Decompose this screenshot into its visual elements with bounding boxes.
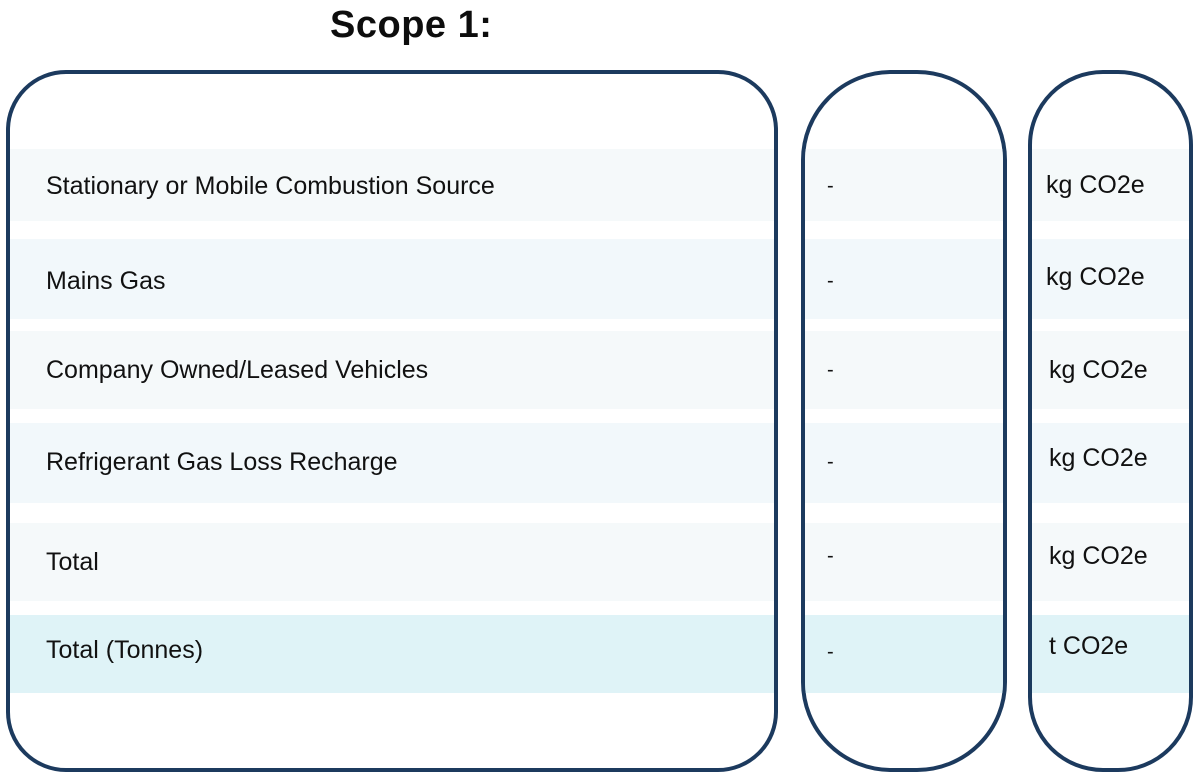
row-unit-total-tonnes: t CO2e: [1049, 632, 1129, 660]
row-band: [805, 331, 1003, 409]
row-value-company-vehicles: -: [827, 359, 834, 381]
row-band: [10, 331, 774, 409]
row-band: [10, 523, 774, 601]
row-label-stationary-mobile-combustion: Stationary or Mobile Combustion Source: [46, 172, 495, 200]
row-label-company-vehicles: Company Owned/Leased Vehicles: [46, 356, 429, 384]
row-value-mains-gas: -: [827, 270, 834, 292]
row-band: [805, 149, 1003, 221]
row-band-total-tonnes: [805, 615, 1003, 693]
row-band: [10, 149, 774, 221]
row-band-total-tonnes: [1032, 615, 1189, 693]
row-value-total-tonnes: -: [827, 641, 834, 663]
row-value-total: -: [827, 545, 834, 567]
row-band: [1032, 523, 1189, 601]
row-band: [805, 423, 1003, 503]
row-band: [1032, 423, 1189, 503]
row-unit-refrigerant-gas: kg CO2e: [1049, 444, 1148, 472]
row-label-total-tonnes: Total (Tonnes): [46, 636, 204, 664]
row-band: [10, 239, 774, 319]
row-label-total: Total: [46, 548, 99, 576]
row-label-refrigerant-gas: Refrigerant Gas Loss Recharge: [46, 448, 398, 476]
row-band: [10, 423, 774, 503]
labels-panel: Stationary or Mobile Combustion Source M…: [6, 70, 778, 772]
row-value-refrigerant-gas: -: [827, 451, 834, 473]
row-unit-company-vehicles: kg CO2e: [1049, 356, 1148, 384]
row-unit-total: kg CO2e: [1049, 542, 1148, 570]
row-value-stationary-mobile-combustion: -: [827, 175, 834, 197]
row-band: [1032, 239, 1189, 319]
row-unit-stationary-mobile-combustion: kg CO2e: [1046, 171, 1145, 199]
row-band: [805, 523, 1003, 601]
row-unit-mains-gas: kg CO2e: [1046, 263, 1145, 291]
page-title: Scope 1:: [330, 4, 493, 46]
row-label-mains-gas: Mains Gas: [46, 267, 166, 295]
values-panel: - - - - - -: [801, 70, 1007, 772]
units-panel: kg CO2e kg CO2e kg CO2e kg CO2e kg CO2e …: [1028, 70, 1193, 772]
row-band: [1032, 149, 1189, 221]
row-band-total-tonnes: [10, 615, 774, 693]
row-band: [1032, 331, 1189, 409]
row-band: [805, 239, 1003, 319]
